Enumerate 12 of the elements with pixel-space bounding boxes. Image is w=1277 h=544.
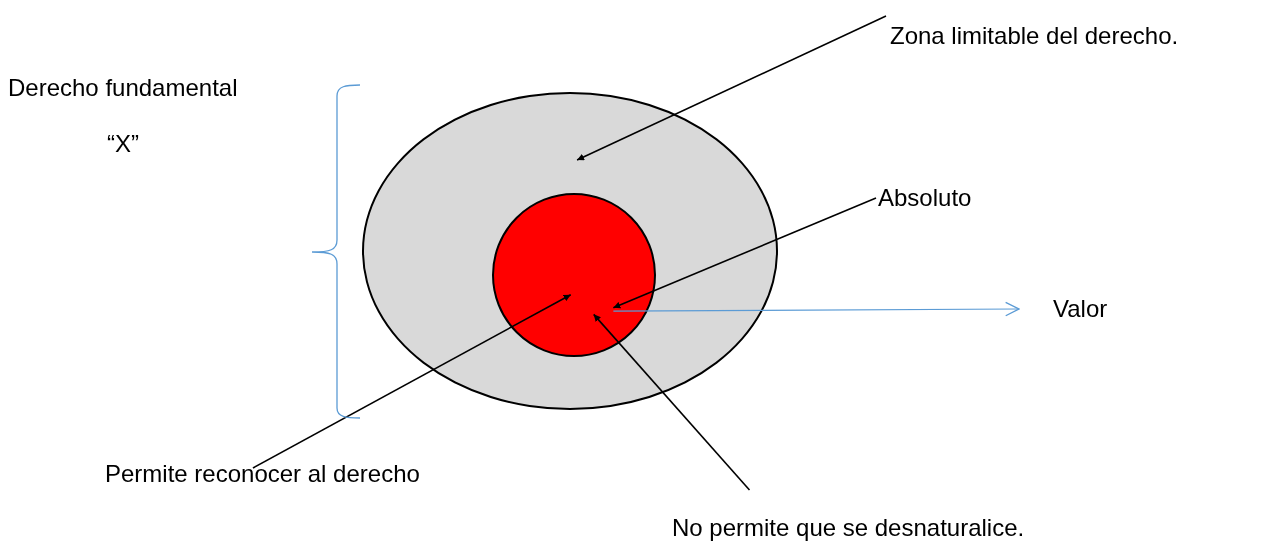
label-text: Derecho fundamental [8,74,238,102]
label-text: “X” [107,130,139,158]
leader-arrow [592,313,751,491]
leader-arrow [576,15,887,161]
callout-text: Absoluto [878,184,972,212]
callout-text: No permite que se desnaturalice. [672,514,1025,542]
callout-text: Valor [1053,295,1108,323]
callout-text: Permite reconocer al derecho [105,460,420,488]
leader-arrow [252,293,572,469]
callout-text: Zona limitable del derecho. [890,22,1179,50]
leader-arrow [612,301,1020,317]
leader-arrow [612,197,877,309]
